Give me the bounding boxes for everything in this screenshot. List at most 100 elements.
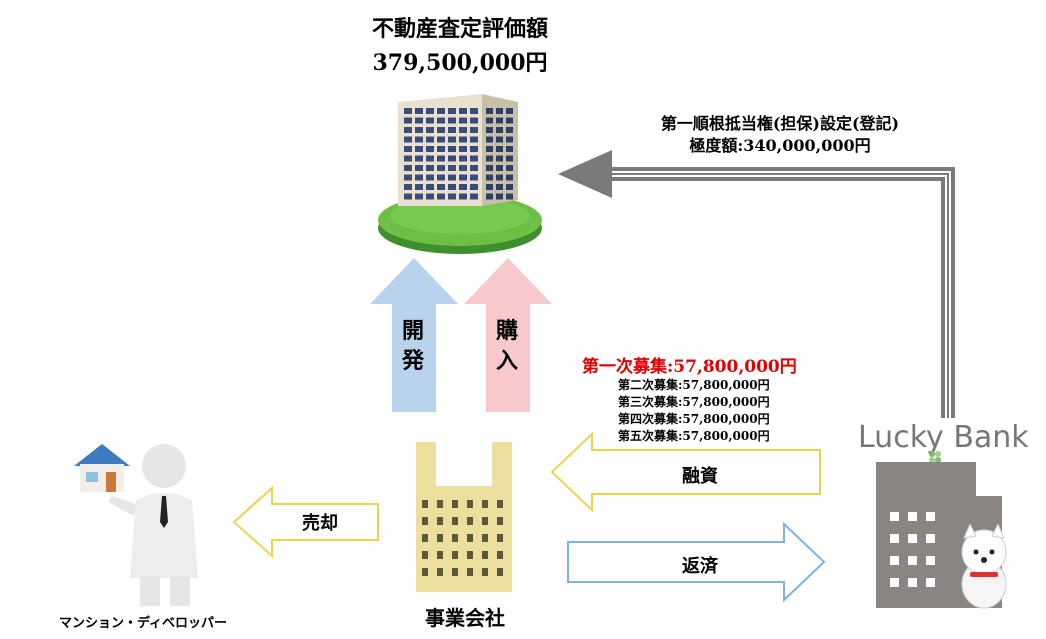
window: [496, 155, 503, 162]
brand-lucky: Lucky: [858, 420, 944, 455]
recruit-third: 第三次募集:57,800,000円: [618, 395, 770, 409]
window: [459, 174, 467, 181]
window: [506, 136, 513, 143]
window: [496, 117, 503, 124]
window: [467, 500, 473, 508]
window: [486, 174, 493, 181]
window: [415, 146, 423, 152]
recruit-first: 第一次募集:57,800,000円: [582, 357, 797, 377]
window: [482, 534, 488, 542]
developer-figure-icon: [74, 444, 198, 606]
window: [448, 193, 456, 200]
window: [452, 551, 458, 559]
appraisal-amount: 379,500,000円: [372, 50, 548, 76]
window: [426, 184, 434, 190]
window: [908, 512, 917, 521]
window: [908, 556, 917, 565]
window: [437, 500, 443, 508]
window: [404, 165, 412, 171]
window: [496, 174, 503, 181]
window: [448, 127, 456, 133]
window: [404, 108, 412, 114]
window: [486, 127, 493, 133]
window: [506, 108, 513, 114]
westie-dog-icon: [961, 524, 1007, 609]
window: [497, 534, 503, 542]
window: [415, 174, 423, 181]
window: [415, 108, 423, 114]
window: [452, 534, 458, 542]
window: [470, 146, 478, 152]
window: [926, 534, 935, 543]
window: [926, 556, 935, 565]
window: [486, 146, 493, 152]
window: [459, 146, 467, 152]
window: [482, 517, 488, 525]
window: [470, 155, 478, 162]
window: [426, 127, 434, 133]
window: [404, 174, 412, 181]
window: [415, 165, 423, 171]
window: [486, 155, 493, 162]
window: [506, 174, 513, 181]
window: [426, 136, 434, 143]
window: [404, 184, 412, 190]
window: [908, 578, 917, 587]
window: [422, 517, 428, 525]
window: [482, 551, 488, 559]
window: [486, 165, 493, 171]
mortgage-line2: 極度額:340,000,000円: [689, 136, 871, 155]
window: [506, 155, 513, 162]
window: [415, 136, 423, 143]
window: [437, 174, 445, 181]
window: [404, 117, 412, 124]
developer-caption: マンション・ディベロッパー: [58, 616, 228, 631]
sale-label: 売却: [302, 513, 338, 534]
window: [437, 534, 443, 542]
window: [926, 578, 935, 587]
window: [470, 136, 478, 143]
window: [506, 165, 513, 171]
window: [452, 517, 458, 525]
window: [890, 534, 899, 543]
window: [422, 551, 428, 559]
recruit-second: 第二次募集:57,800,000円: [618, 378, 770, 392]
lucky-bank-logo: Lucky Bank: [858, 420, 1029, 455]
window: [470, 184, 478, 190]
window: [470, 174, 478, 181]
window: [459, 117, 467, 124]
window: [452, 500, 458, 508]
window: [404, 136, 412, 143]
window: [459, 193, 467, 200]
window: [506, 127, 513, 133]
window: [415, 117, 423, 124]
window: [448, 117, 456, 124]
mortgage-arrow: [558, 150, 955, 418]
window: [426, 108, 434, 114]
window: [482, 500, 488, 508]
window: [459, 108, 467, 114]
window: [415, 127, 423, 133]
window: [426, 174, 434, 181]
window: [496, 108, 503, 114]
window: [437, 165, 445, 171]
window: [437, 551, 443, 559]
window: [452, 568, 458, 576]
tower-building-icon: [378, 94, 542, 254]
window: [415, 155, 423, 162]
window: [415, 193, 423, 200]
window: [459, 165, 467, 171]
window: [497, 568, 503, 576]
window: [470, 117, 478, 124]
window: [422, 534, 428, 542]
window: [437, 117, 445, 124]
window: [415, 184, 423, 190]
window: [448, 165, 456, 171]
mortgage-line1: 第一順根抵当権(担保)設定(登記): [660, 114, 900, 133]
window: [437, 568, 443, 576]
window: [448, 146, 456, 152]
window: [404, 155, 412, 162]
window: [496, 165, 503, 171]
window: [448, 108, 456, 114]
window: [506, 193, 513, 200]
